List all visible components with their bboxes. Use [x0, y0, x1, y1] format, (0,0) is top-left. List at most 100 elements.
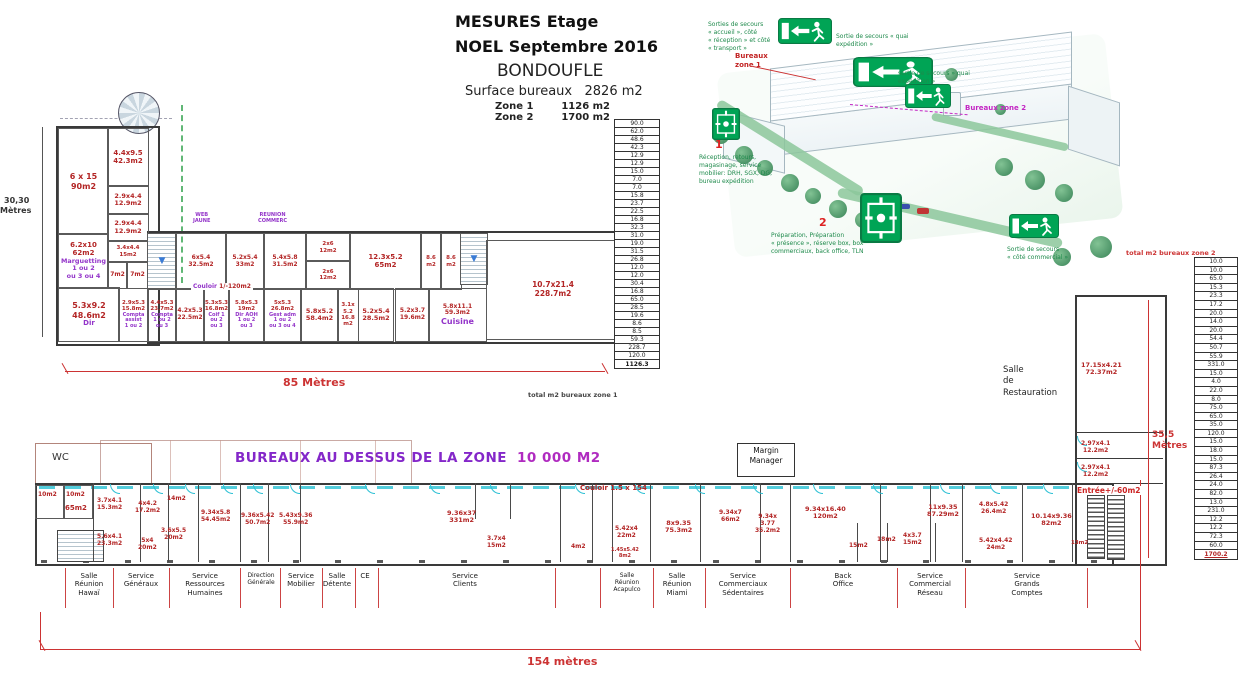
room-label: ou 3: [155, 323, 169, 330]
annotation-line: commerciaux, back office, TLN: [771, 248, 864, 256]
room-label-group: 13m2: [1071, 540, 1088, 546]
annotation-line: « transport »: [708, 45, 747, 53]
upper-outline-wall: [100, 440, 412, 484]
dimension-tick: [555, 568, 556, 608]
room-label: 15m2: [903, 538, 922, 546]
room-label: 6x5.4: [191, 253, 211, 261]
room-label: 4.4x5.3: [150, 300, 174, 307]
room-label: 5.2x3.7: [399, 307, 426, 315]
room-label: assist: [125, 317, 142, 324]
room-label: 4.8x5.42: [979, 501, 1009, 508]
room-label: 65m2: [374, 260, 397, 269]
room-label: 48.6m2: [72, 310, 106, 320]
annotation-line: 1: [715, 138, 723, 151]
corridor-label: Couloir 1/-120m2: [191, 283, 253, 290]
department-label-line: Commerciaux: [718, 580, 768, 589]
wall-partition: [962, 483, 963, 562]
room-label-group: 65m2: [65, 504, 87, 513]
dimension-tick: [355, 568, 356, 608]
wall-partition: [140, 483, 141, 562]
room-label: 1 ou 2: [124, 323, 143, 330]
room-label: Compta: [122, 311, 145, 318]
room-label-group: 14m2: [167, 495, 186, 503]
building-illustration: Sorties de secours« accueil », côté« réc…: [695, 8, 1127, 270]
page-title-line2: NOEL Septembre 2016: [455, 37, 658, 56]
wall-partition: [300, 440, 301, 483]
wall-partition: [198, 483, 199, 562]
room-label: 35.2m2: [755, 526, 781, 534]
room-label: 9.36x37: [447, 509, 477, 517]
room: [63, 485, 93, 519]
tree-icon: [1090, 236, 1112, 258]
door-band: [41, 560, 1108, 563]
tree-icon: [757, 160, 773, 176]
annotation-line: expédition »: [898, 78, 936, 86]
wall-partition: [1075, 483, 1163, 484]
department-label-line: Service: [917, 572, 943, 580]
room-label: 8m2: [618, 552, 632, 559]
department-label-line: Humaines: [187, 588, 223, 597]
room-label: 7m2: [130, 270, 145, 278]
room-label: 54.45m2: [201, 515, 231, 523]
room-label: 10.7x21.4: [532, 280, 574, 290]
room-label: 1 ou 2: [72, 264, 95, 273]
wall-partition: [935, 523, 936, 562]
annotation-line: « accueil », côté: [708, 29, 758, 37]
dimension-tick: [705, 568, 706, 608]
annotation-line: « présence », réserve box, box: [771, 240, 864, 248]
room-label: 42.3m2: [113, 156, 143, 165]
room-label: 8.6: [446, 255, 456, 262]
room-label: 20m2: [138, 543, 157, 551]
annotation-line: sortie de secours » quai: [898, 70, 970, 77]
room-label: ou 3 ou 4: [66, 271, 101, 280]
annotation-line: expédition »: [836, 41, 874, 49]
corridor-label: Couloir 1.5 x 154: [580, 484, 647, 492]
exit-sign-icon: [853, 57, 933, 87]
zone-label-line: COMMERC: [258, 217, 288, 224]
staircase-icon: ▼: [460, 233, 488, 285]
room-label: Cuisine: [441, 317, 474, 327]
wall-partition: [612, 483, 613, 562]
annotation-text: Sortie de secours« côté commercial »: [1007, 246, 1068, 262]
room-label: 55.9m2: [283, 518, 309, 526]
annotation-line: Bureaux: [735, 52, 768, 60]
room-label: 9.34x7: [719, 509, 742, 516]
wall-partition: [1072, 483, 1073, 562]
room-label: 15m2: [487, 541, 506, 549]
dimension-line-85m: [65, 371, 605, 372]
room-label: 5.43x9.36: [279, 512, 313, 519]
room-label: 6.2x10: [70, 241, 97, 250]
dimension-line-35m: [1148, 300, 1149, 558]
margin-manager-line2: Manager: [749, 456, 783, 466]
annotation-line: magasinage, service: [699, 162, 762, 170]
room-label: 24m2: [986, 543, 1006, 551]
room-label: 62m2: [72, 249, 95, 257]
room: 7m2: [126, 261, 149, 289]
staircase-icon: ▼: [147, 233, 177, 290]
restaurant-line1: Salle: [1003, 365, 1024, 375]
wall-partition: [300, 483, 301, 562]
